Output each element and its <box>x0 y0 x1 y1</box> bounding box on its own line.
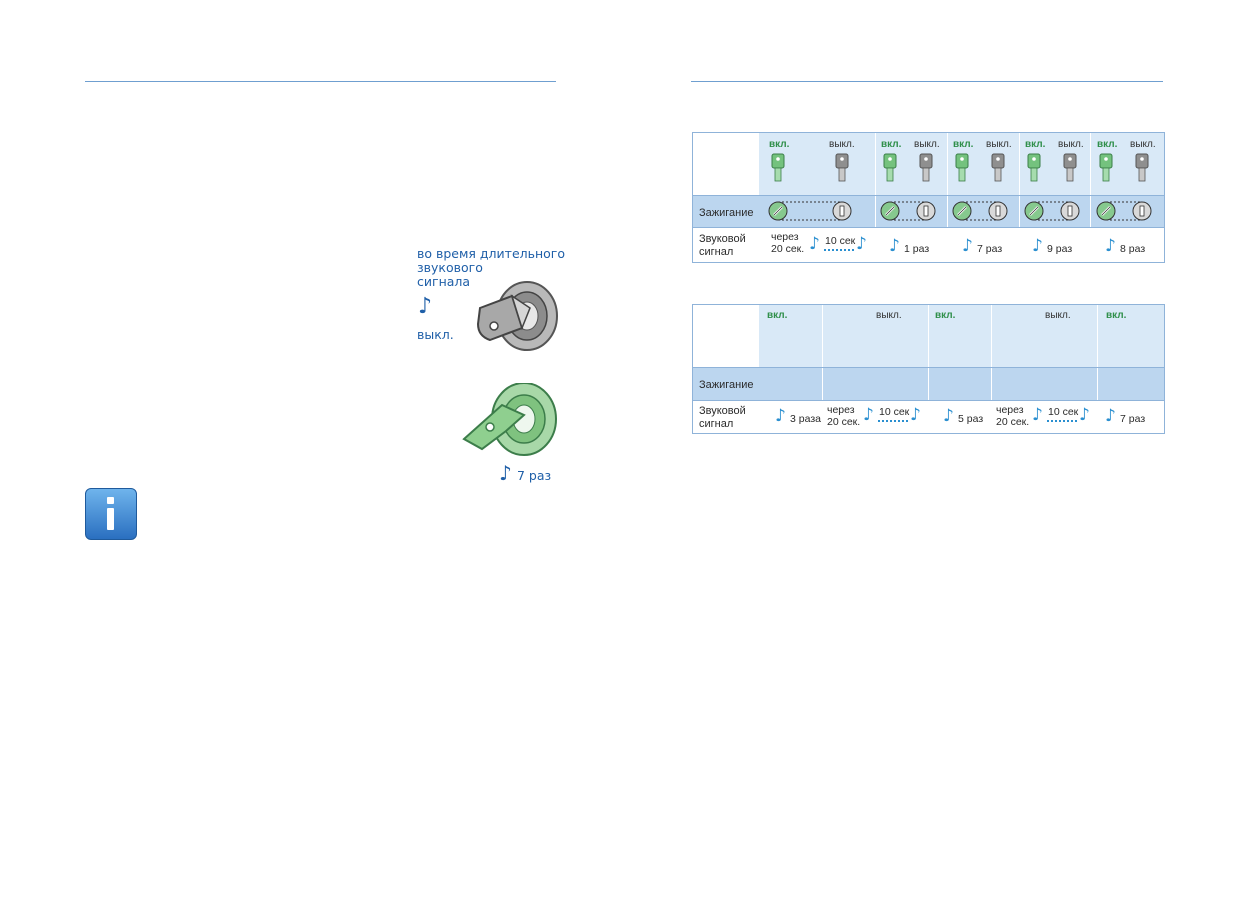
on-label: вкл. <box>1097 139 1118 150</box>
on-label: вкл. <box>1106 310 1127 321</box>
dotted-line <box>878 420 908 422</box>
after-label-1: через <box>827 404 855 416</box>
off-label: выкл. <box>829 139 855 150</box>
row-label-ignition: Зажигание <box>699 207 754 219</box>
ten-sec-label: 10 сек <box>879 406 910 418</box>
music-note-icon: ♪ <box>1032 405 1043 425</box>
music-note-icon: ♪ <box>1105 236 1116 256</box>
count-label: 1 раз <box>904 243 930 255</box>
row-label-ignition: Зажигание <box>699 379 754 391</box>
music-note-icon: ♪ <box>856 234 867 254</box>
off-label: выкл. <box>876 310 902 321</box>
grey-key-icon <box>919 153 933 182</box>
music-note-icon: ♪ <box>910 405 921 425</box>
count-7-label: 7 раз <box>517 468 552 483</box>
count-label: 7 раз <box>1120 413 1146 425</box>
grey-key-icon <box>1063 153 1077 182</box>
row-label-sound-1: Звуковой <box>699 233 746 245</box>
music-note-icon: ♪ <box>775 406 786 426</box>
music-note-icon: ♪ <box>943 406 954 426</box>
off-label: выкл. <box>986 139 1012 150</box>
music-note-icon: ♪ <box>1079 405 1090 425</box>
count-label: 5 раз <box>958 413 984 425</box>
left-top-rule <box>85 81 556 82</box>
off-label: выкл. <box>417 327 454 342</box>
after-label-1: через <box>996 404 1024 416</box>
after-label-2: 20 сек. <box>771 243 805 255</box>
after-label-2: 20 сек. <box>996 416 1030 428</box>
on-label: вкл. <box>881 139 902 150</box>
on-label: вкл. <box>1025 139 1046 150</box>
dotted-line <box>824 249 854 251</box>
music-note-icon: ♪ <box>1032 236 1043 256</box>
music-note-icon: ♪ <box>1105 406 1116 426</box>
music-note-icon: ♪ <box>809 234 820 254</box>
on-label: вкл. <box>953 139 974 150</box>
music-note-icon: ♪ <box>499 461 512 485</box>
right-top-rule <box>691 81 1163 82</box>
off-label: выкл. <box>1130 139 1156 150</box>
caption-line-2: звукового <box>417 260 483 275</box>
count-label: 9 раз <box>1047 243 1073 255</box>
grey-key-icon <box>835 153 849 182</box>
off-label: выкл. <box>1058 139 1084 150</box>
music-note-icon: ♪ <box>418 294 433 319</box>
grey-key-illustration <box>476 281 558 351</box>
ten-sec-label: 10 сек <box>1048 406 1079 418</box>
after-label-2: 20 сек. <box>827 416 861 428</box>
off-label: выкл. <box>914 139 940 150</box>
caption-line-3: сигнала <box>417 274 471 289</box>
music-note-icon: ♪ <box>889 236 900 256</box>
dotted-line <box>1047 420 1077 422</box>
on-label: вкл. <box>935 310 956 321</box>
ignition-table-2: Зажигание Звуковой сигнал <box>692 304 1165 434</box>
grey-key-icon <box>1135 153 1149 182</box>
info-icon <box>85 488 137 540</box>
row-label-sound-2: сигнал <box>699 246 734 258</box>
row-label-sound-2: сигнал <box>699 418 734 430</box>
on-label: вкл. <box>767 310 788 321</box>
green-key-icon <box>955 153 969 182</box>
count-label: 8 раз <box>1120 243 1146 255</box>
green-key-illustration <box>462 383 557 456</box>
row-label-sound-1: Звуковой <box>699 405 746 417</box>
green-key-icon <box>771 153 785 182</box>
off-label: выкл. <box>1045 310 1071 321</box>
music-note-icon: ♪ <box>962 236 973 256</box>
green-key-icon <box>1099 153 1113 182</box>
caption-line-1: во время длительного <box>417 246 566 261</box>
after-label-1: через <box>771 231 799 243</box>
ten-sec-label: 10 сек <box>825 235 856 247</box>
count-label: 3 раза <box>790 413 821 425</box>
music-note-icon: ♪ <box>863 405 874 425</box>
green-key-icon <box>883 153 897 182</box>
grey-key-icon <box>991 153 1005 182</box>
green-key-icon <box>1027 153 1041 182</box>
on-label: вкл. <box>769 139 790 150</box>
count-label: 7 раз <box>977 243 1003 255</box>
